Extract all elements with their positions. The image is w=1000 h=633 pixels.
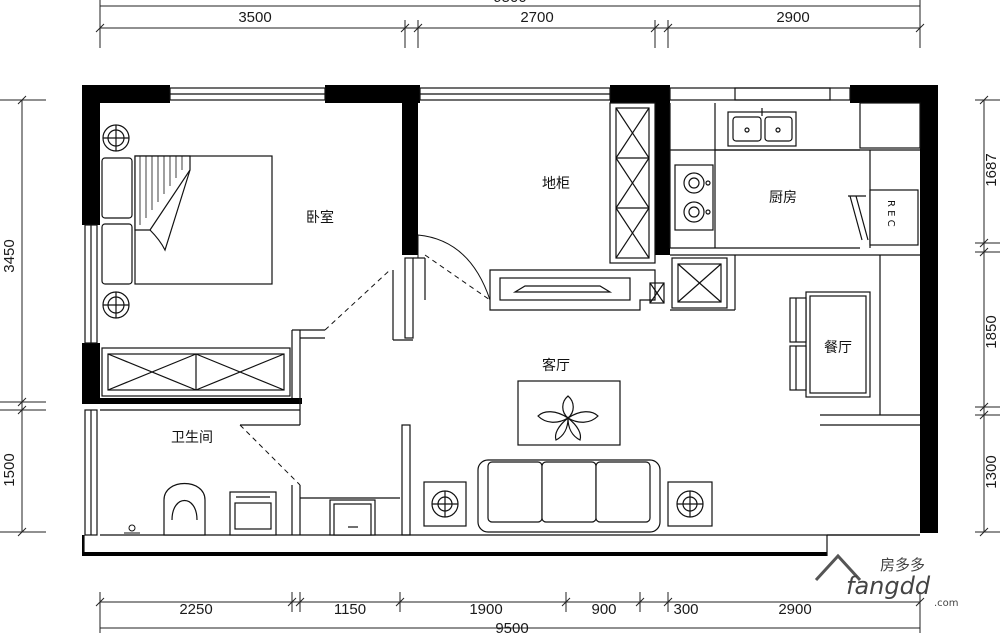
floor-drain (124, 524, 140, 534)
wardrobe (101, 347, 291, 397)
dining-table (789, 291, 871, 398)
watermark-sub: .com (934, 598, 959, 609)
top-dimension-1: 3500 (238, 9, 271, 26)
double-bed (101, 155, 273, 285)
side-table-right (667, 481, 713, 527)
room-label-dining: 餐厅 (824, 340, 852, 356)
sofa (477, 459, 661, 533)
interior-walls (82, 100, 670, 404)
right-dimension-1: 1687 (983, 153, 1000, 186)
left-dimensions (0, 95, 46, 537)
tall-cabinet (609, 102, 656, 264)
tv-cabinet (489, 269, 665, 311)
coffee-table (517, 380, 621, 446)
top-dimension-2: 2700 (520, 9, 553, 26)
watermark-en: fangdd (846, 572, 931, 600)
bottom-dimensions (95, 592, 925, 633)
refrigerator-label: R E C (885, 200, 896, 227)
kitchen-cabinet (671, 257, 728, 309)
exterior-walls (82, 85, 938, 556)
right-dimension-3: 1300 (983, 455, 1000, 488)
bottom-dimension-3: 1900 (469, 601, 502, 618)
bottom-total-dimension: 9500 (495, 620, 528, 633)
partition-lines (100, 247, 920, 536)
room-label-bedroom: 卧室 (306, 209, 334, 226)
top-dimension-3: 2900 (776, 9, 809, 26)
side-table-left (423, 481, 467, 527)
shoe-cabinet (329, 499, 376, 536)
watermark-cn: 房多多 (880, 556, 925, 574)
doors (239, 234, 491, 486)
bedside-lamp-top (102, 124, 130, 152)
bottom-dimension-4: 900 (591, 601, 616, 618)
toilet (163, 482, 206, 536)
refrigerator (848, 189, 919, 246)
washing-machine (229, 491, 277, 536)
right-dimension-2: 1850 (983, 315, 1000, 348)
room-label-kitchen: 厨房 (769, 190, 797, 206)
room-label-storage: 地柜 (542, 176, 570, 192)
left-dimension-2: 1500 (1, 453, 18, 486)
top-total-dimension: 9500 (493, 0, 526, 6)
bottom-dimension-6: 2900 (778, 601, 811, 618)
bottom-dimension-5: 300 (673, 601, 698, 618)
bottom-dimension-1: 2250 (179, 601, 212, 618)
room-label-bathroom: 卫生间 (171, 430, 213, 446)
gas-stove (674, 164, 714, 231)
fangdd-watermark: 房多多 fangdd .com (814, 553, 959, 609)
top-dimensions (95, 0, 925, 48)
room-label-living: 客厅 (542, 357, 570, 374)
windows (83, 87, 920, 556)
left-dimension-1: 3450 (1, 239, 18, 272)
double-sink (727, 108, 797, 147)
right-dimensions (975, 95, 1000, 537)
bedside-lamp-bottom (102, 291, 130, 319)
bottom-dimension-2: 1150 (334, 601, 366, 618)
